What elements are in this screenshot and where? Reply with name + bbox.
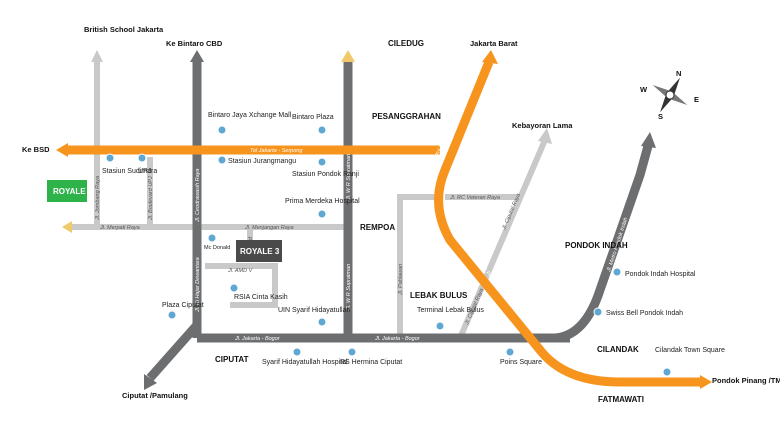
arrow-british-school [91,50,103,62]
label-rsia: RSIA Cinta Kasih [234,294,288,301]
poi-upj [137,153,147,163]
jl-rc-veteran-road [397,194,440,338]
label-cilandak: CILANDAK [597,345,639,354]
label-jl-pahlawan: Jl. Pahlawan [398,264,404,296]
tol-lingkar-luar-road [434,60,700,387]
label-jl-menjangan: Jl. Menjangan Raya [244,225,294,231]
label-pondok-indah: PONDOK INDAH [565,241,628,250]
arrow-bsd [56,143,68,157]
royale3-text: ROYALE 3 [240,247,280,256]
label-poins-square: Poins Square [500,359,542,366]
label-jl-jakarta-bogor-1: Jl. Jakarta - Bogor [234,336,281,342]
direction-arrows [56,50,712,390]
label-rempoa: REMPOA [360,223,395,232]
label-cilandak-town-square: Cilandak Town Square [655,347,725,354]
label-ke-bintaro: Ke Bintaro CBD [166,39,223,48]
label-prima-merdeka: Prima Merdeka Hospital [285,198,360,205]
poi-plaza-ciputat [167,310,177,320]
jl-metro-road [554,144,653,343]
minor-roads [70,60,548,340]
label-british-school: British School Jakarta [84,25,164,34]
poi-rsia [229,283,239,293]
poi-syarif-hospital [292,347,302,357]
label-jl-ceodrawasih: Jl. Ceodrawasih Raya [195,169,201,224]
label-pesanggrahan: PESANGGRAHAN [372,112,441,121]
arrow-kebayoran [538,128,552,144]
poi-mc-donald [207,233,217,243]
label-mc-donald: Mc Donald [204,245,230,251]
poi-swiss-bell [593,307,603,317]
arrow-merpati [62,221,72,233]
compass-e: E [694,95,699,104]
poi-labels: Bintaro Jaya Xchange Mall Bintaro Plaza … [102,112,725,366]
label-bintaro-plaza: Bintaro Plaza [292,114,334,121]
poi-uin [317,317,327,327]
direction-labels: British School Jakarta Ke Bintaro CBD CI… [22,25,780,400]
royale2-logo: ROYALE 2 [47,180,93,202]
label-uin: UIN Syarif Hidayatullah [278,307,350,314]
label-syarif-hospital: Syarif Hidayatullah Hospital [262,359,348,366]
label-fatmawati: FATMAWATI [598,395,644,404]
label-jl-jombang: Jl. Jombang Raya [95,176,101,221]
label-ciledug: CILEDUG [388,39,424,48]
poi-rs-hermina [347,347,357,357]
label-bintaro-jaya: Bintaro Jaya Xchange Mall [208,112,292,119]
kebayoran-road [457,138,548,340]
compass-rose-icon: N E S W [640,69,699,121]
label-jl-jakarta-bogor-2: Jl. Jakarta - Bogor [374,336,421,342]
label-jl-ki-hajar: Jl. Ki Hajar Dewantara [195,257,201,313]
label-swiss-bell: Swiss Bell Pondok Indah [606,310,683,317]
jl-amd-road [205,263,278,308]
label-rs-hermina: RS Hermina Ciputat [340,359,402,366]
poi-bintaro-jaya [217,125,227,135]
label-ciputat-pamulang: Ciputat /Pamulang [122,391,188,400]
poi-cilandak-town-square [662,367,672,377]
poi-stasiun-pondok-ranji [317,157,327,167]
label-pondok-indah-hospital: Pondok Indah Hospital [625,271,696,278]
compass-s: S [658,112,663,121]
arrow-metro [641,132,656,148]
arrow-pondok-pinang [700,375,712,389]
arrow-ciledug [341,50,355,62]
poi-pondok-indah-hospital [612,267,622,277]
main-roads [146,62,653,381]
area-labels: PESANGGRAHAN REMPOA PONDOK INDAH LEBAK B… [215,112,644,404]
label-upj: UPJ [138,168,151,175]
label-lebak-bulus: LEBAK BULUS [410,291,468,300]
label-ke-bsd: Ke BSD [22,145,50,154]
label-jl-amd: Jl. AMD V [227,268,254,274]
label-jakarta-barat: Jakarta Barat [470,39,518,48]
label-pondok-pinang: Pondok Pinang /TMII [712,376,780,385]
poi-stasiun-jurangmangu [217,155,227,165]
poi-markers [105,125,672,377]
arrow-jakarta-barat [482,50,498,64]
jl-ki-hajar-road [146,322,201,381]
label-plaza-ciputat: Plaza Ciputat [162,302,204,309]
label-jl-rc-veteran: Jl. RC Veteran Raya [449,195,500,201]
royale3-logo: ROYALE 3 [236,240,282,262]
label-ciputat: CIPUTAT [215,355,249,364]
label-stasiun-pondok-ranji: Stasiun Pondok Ranji [292,171,359,178]
label-jl-wr-supratman-1: Jl. W R Supratman [346,154,352,201]
compass-w: W [640,85,648,94]
poi-terminal-lebak-bulus [435,321,445,331]
poi-bintaro-plaza [317,125,327,135]
royale2-text: ROYALE 2 [53,187,93,196]
poi-stasiun-sudimara [105,153,115,163]
toll-roads [68,60,700,387]
label-stasiun-jurangmangu: Stasiun Jurangmangu [228,158,296,165]
label-terminal-lebak-bulus: Terminal Lebak Bulus [417,307,484,314]
arrow-bintaro [190,50,204,62]
poi-prima-merdeka [317,209,327,219]
label-jl-wr-supratman-2: Jl. W R Supratman [346,264,352,311]
label-kebayoran: Kebayoran Lama [512,121,573,130]
poi-poins-square [505,347,515,357]
compass-n: N [676,69,681,78]
label-jl-merpati: Jl. Merpati Raya [99,225,140,231]
label-tol-jakarta-serpong: Tol Jakarta - Serpong [250,148,303,154]
label-jl-boulevard-upj: Jl. Boulevard UPJ [148,176,154,221]
label-stasiun-sudimara: Stasiun Sudimara [102,168,157,175]
arrow-ciputat [144,374,157,390]
